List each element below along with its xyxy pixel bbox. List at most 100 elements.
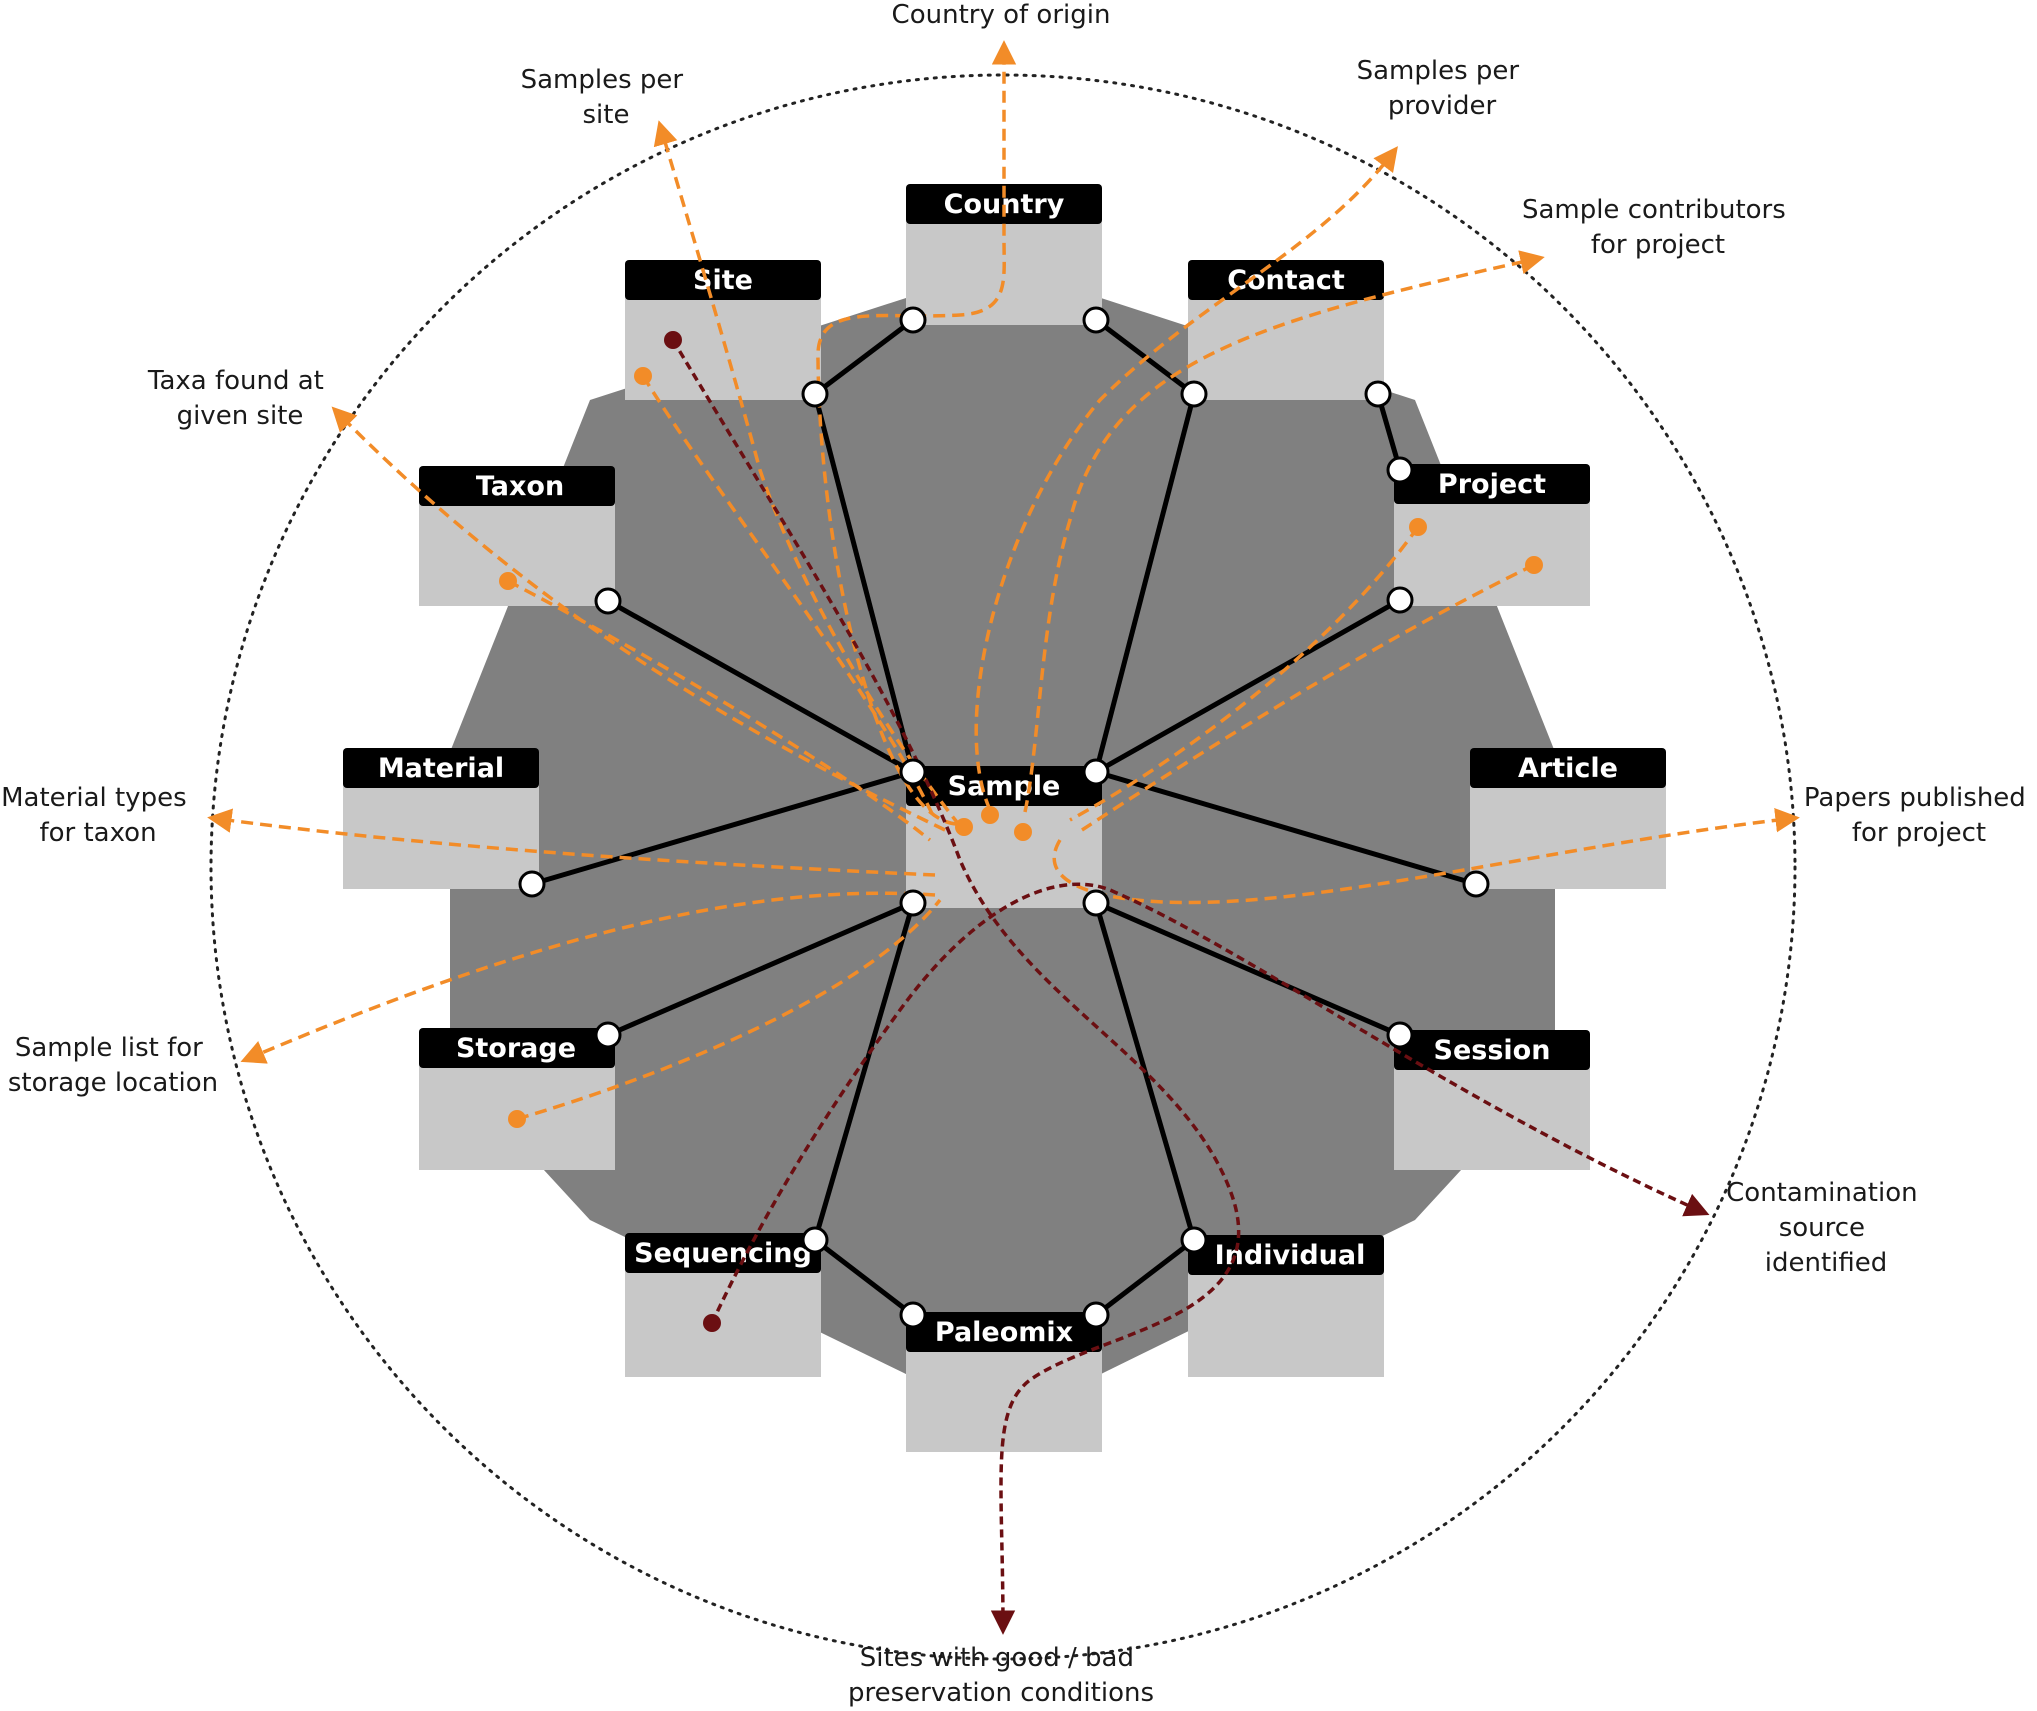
darkred-dot bbox=[664, 331, 682, 349]
connector bbox=[899, 306, 927, 334]
contact-table-body bbox=[1188, 288, 1384, 400]
label-preservation: Sites with good / bad preservation condi… bbox=[848, 1643, 1154, 1708]
material-table-title: Material bbox=[378, 753, 504, 784]
label-papers-published: Papers published for project bbox=[1804, 783, 2034, 848]
darkred-query-paths bbox=[671, 339, 1710, 1635]
relation-line bbox=[1095, 769, 1477, 887]
storage-table-title: Storage bbox=[456, 1033, 576, 1064]
connector bbox=[899, 758, 927, 786]
query-path-preservation bbox=[671, 339, 1241, 1635]
label-contamination: Contamination source identified bbox=[1726, 1178, 1926, 1278]
darkred-dots bbox=[664, 331, 721, 1332]
country-header bbox=[906, 184, 1102, 224]
article-header bbox=[1470, 748, 1666, 788]
storage-header bbox=[419, 1028, 615, 1068]
relation-line bbox=[606, 598, 915, 775]
contact-table-title: Contact bbox=[1227, 265, 1345, 296]
query-path-taxa-found bbox=[331, 406, 946, 832]
relation-line bbox=[813, 1238, 915, 1317]
individual-table-title: Individual bbox=[1215, 1240, 1366, 1271]
label-country-of-origin: Country of origin bbox=[892, 0, 1111, 30]
query-path-material-types bbox=[207, 808, 936, 877]
connector bbox=[594, 587, 622, 615]
connector bbox=[899, 889, 927, 917]
query-path-sample-contributors bbox=[1023, 250, 1545, 813]
project-header bbox=[1394, 464, 1590, 504]
relation-line bbox=[812, 902, 916, 1241]
table-titles: Country Site Contact Taxon Project Mater… bbox=[378, 189, 1618, 1348]
orange-dot bbox=[499, 572, 517, 590]
orange-dots bbox=[499, 367, 1543, 1128]
connector bbox=[1386, 456, 1414, 484]
relation-line bbox=[1094, 1238, 1196, 1317]
sequencing-table-body bbox=[625, 1265, 821, 1377]
relation-line bbox=[1093, 393, 1197, 773]
connector bbox=[1082, 889, 1110, 917]
project-table-body bbox=[1394, 494, 1590, 606]
material-header bbox=[343, 748, 539, 788]
connector bbox=[518, 870, 546, 898]
connector bbox=[1082, 758, 1110, 786]
orange-dot bbox=[1409, 518, 1427, 536]
connector bbox=[899, 1301, 927, 1329]
query-path-country-of-origin bbox=[816, 40, 1017, 826]
connector bbox=[1364, 380, 1392, 408]
orange-dot bbox=[981, 806, 999, 824]
query-path-taxon-dot bbox=[507, 579, 932, 842]
article-table-body bbox=[1470, 777, 1666, 889]
connector bbox=[1180, 1226, 1208, 1254]
query-path-contamination bbox=[710, 882, 1710, 1324]
sample-table-body bbox=[906, 796, 1102, 908]
connector bbox=[1386, 586, 1414, 614]
session-table-title: Session bbox=[1434, 1035, 1551, 1066]
label-samples-per-site: Samples per site bbox=[521, 65, 692, 130]
orange-dot bbox=[508, 1110, 526, 1128]
project-table-title: Project bbox=[1438, 469, 1546, 500]
session-table-body bbox=[1394, 1058, 1590, 1170]
connector-circles bbox=[518, 306, 1490, 1329]
individual-table-body bbox=[1188, 1265, 1384, 1377]
taxon-header bbox=[419, 466, 615, 506]
paleomix-header bbox=[906, 1312, 1102, 1352]
query-path-storage-dot bbox=[516, 898, 942, 1121]
outer-dotted-circle bbox=[209, 73, 1797, 1661]
sequencing-header bbox=[625, 1233, 821, 1273]
query-path-project-dot-a bbox=[1069, 525, 1420, 822]
sequencing-table-title: Sequencing bbox=[634, 1238, 812, 1269]
taxon-table-body bbox=[419, 494, 615, 606]
connector bbox=[1082, 1301, 1110, 1329]
darkred-dot bbox=[703, 1314, 721, 1332]
label-sample-list: Sample list for storage location bbox=[8, 1033, 218, 1098]
relation-line bbox=[1095, 900, 1401, 1038]
material-table-body bbox=[343, 777, 539, 889]
relation-line bbox=[531, 769, 914, 887]
site-header bbox=[625, 260, 821, 300]
paleomix-table-title: Paleomix bbox=[935, 1317, 1073, 1348]
sample-table-title: Sample bbox=[948, 771, 1061, 802]
query-path-samples-per-site-dot bbox=[641, 375, 937, 821]
article-table-title: Article bbox=[1518, 753, 1618, 784]
relation-line bbox=[812, 393, 916, 773]
orange-query-paths bbox=[207, 40, 1800, 1121]
sample-header bbox=[906, 766, 1102, 806]
connector bbox=[801, 1226, 829, 1254]
connector bbox=[594, 1021, 622, 1049]
relation-line bbox=[1094, 597, 1402, 775]
label-samples-per-provider: Samples per provider bbox=[1357, 56, 1528, 121]
session-header bbox=[1394, 1030, 1590, 1070]
query-path-samples-per-provider bbox=[974, 146, 1398, 811]
query-path-samples-per-site bbox=[653, 120, 962, 828]
label-material-types: Material types for taxon bbox=[1, 783, 195, 848]
taxon-table-title: Taxon bbox=[476, 471, 564, 502]
connector bbox=[1180, 380, 1208, 408]
query-path-project-dot-b bbox=[1081, 563, 1535, 832]
orange-dot bbox=[955, 818, 973, 836]
connector bbox=[1462, 870, 1490, 898]
orange-dot bbox=[1525, 556, 1543, 574]
connector bbox=[801, 380, 829, 408]
connector bbox=[1082, 306, 1110, 334]
connector bbox=[1386, 1021, 1414, 1049]
relation-line bbox=[813, 318, 915, 396]
